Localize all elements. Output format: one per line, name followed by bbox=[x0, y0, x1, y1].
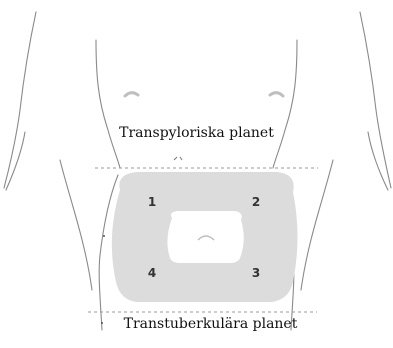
quadrant-4-label: 4 bbox=[142, 266, 162, 280]
xiphoid-mark bbox=[174, 157, 182, 160]
quadrant-2-label: 2 bbox=[246, 195, 266, 209]
quadrant-3-label: 3 bbox=[246, 266, 266, 280]
quadrant-1-label: 1 bbox=[142, 195, 162, 209]
nipple-right bbox=[270, 93, 283, 96]
rib-line-left bbox=[96, 40, 120, 168]
flank-line-left bbox=[60, 160, 92, 290]
torso-outline-left bbox=[4, 12, 36, 188]
nipple-left bbox=[125, 93, 138, 96]
mark-dot-left bbox=[103, 235, 105, 237]
transpyloric-plane-label: Transpyloriska planet bbox=[0, 125, 393, 141]
rib-line-right bbox=[273, 40, 297, 168]
flank-line-right bbox=[301, 160, 333, 290]
transtubercular-plane-label: Transtuberkulära planet bbox=[14, 316, 393, 332]
stoma-opening bbox=[167, 211, 243, 263]
